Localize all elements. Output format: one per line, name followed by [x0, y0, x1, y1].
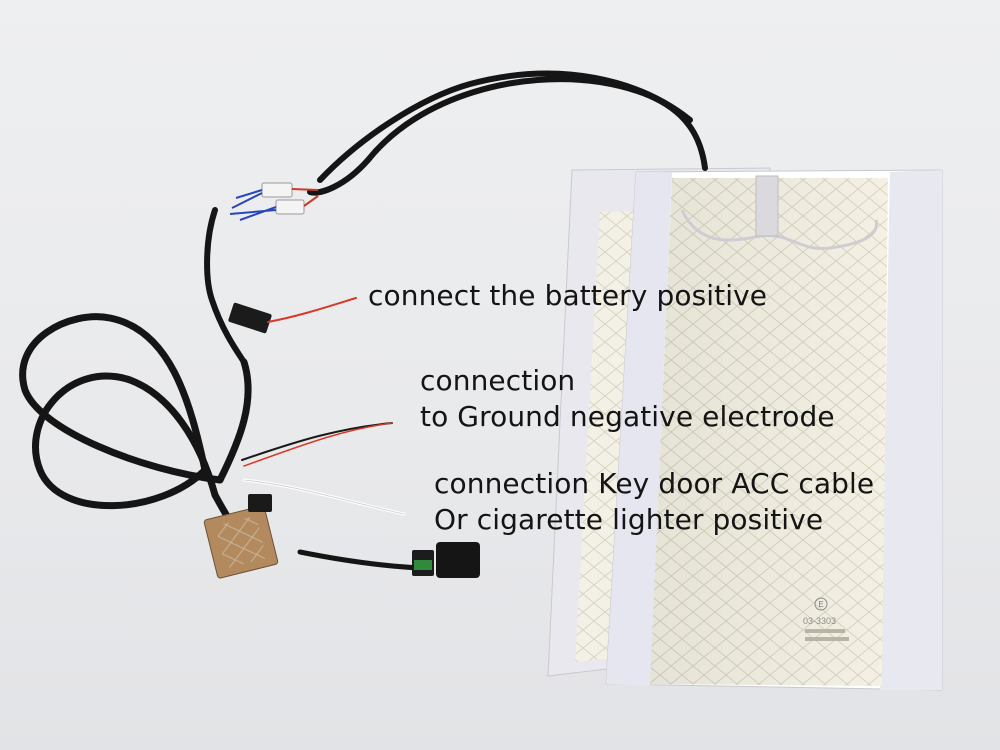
loose-wires — [241, 297, 406, 516]
caption-acc-cable: connection Key door ACC cable Or cigaret… — [434, 466, 874, 538]
caption-ground-line1: connection — [420, 364, 576, 397]
pad-label-mark: E — [818, 600, 823, 609]
caption-battery-positive: connect the battery positive — [368, 279, 768, 312]
pad-label-code: 03-3303 — [803, 616, 836, 626]
pad-label: E 03-3303 — [803, 597, 849, 641]
caption-acc-line1: connection Key door ACC cable — [434, 467, 875, 500]
switch-connectors — [412, 542, 480, 578]
inline-connectors — [229, 182, 319, 221]
control-module — [203, 494, 279, 579]
caption-ground-negative: connection to Ground negative electrode — [420, 363, 835, 435]
caption-acc-line2: Or cigarette lighter positive — [434, 503, 824, 536]
caption-ground-line2: to Ground negative electrode — [420, 400, 835, 433]
heater-pad-front — [605, 169, 943, 691]
fuse-holder — [228, 302, 272, 334]
